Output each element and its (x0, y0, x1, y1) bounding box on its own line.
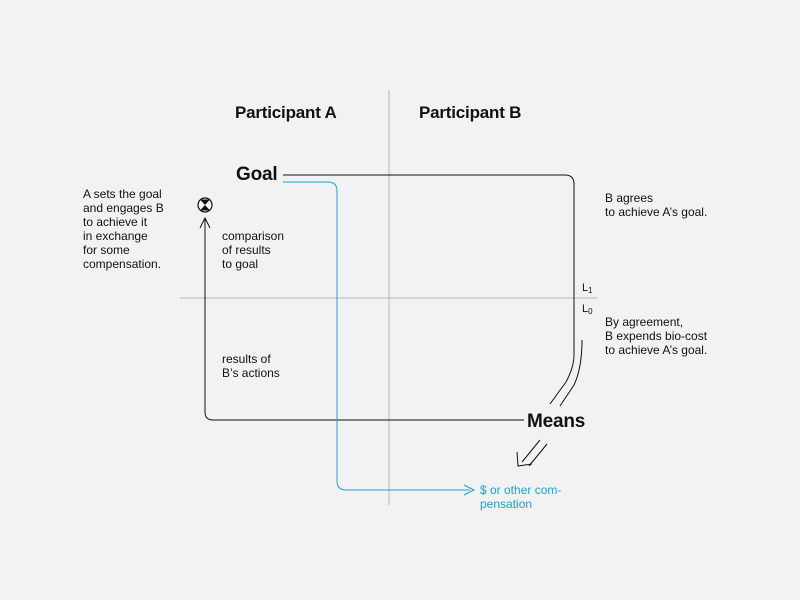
level-l0-letter: L (582, 303, 589, 315)
level-l1-subscript: 1 (588, 286, 593, 295)
level-l0-subscript: 0 (588, 307, 593, 316)
level-l0-label: L0 (582, 302, 593, 319)
comparison-note: comparison of results to goal (222, 229, 285, 271)
compensation-arrowhead (463, 484, 476, 496)
participant-b-header: Participant B (419, 103, 522, 122)
hourglass-comparator-icon (197, 197, 213, 213)
bio-cost-double-line (559, 339, 583, 407)
goal-to-b-line (283, 174, 575, 405)
feedback-line (204, 218, 524, 421)
level-l1-label: L1 (582, 281, 593, 298)
means-double-arrow (516, 439, 548, 467)
compensation-line (283, 181, 470, 491)
participant-a-header: Participant A (235, 103, 337, 122)
goal-label: Goal (236, 164, 278, 185)
b-agrees-note: B agrees to achieve A’s goal. (605, 191, 708, 219)
results-note: results of B’s actions (222, 352, 280, 380)
a-sets-goal-note: A sets the goal and engages B to achieve… (83, 187, 164, 271)
by-agreement-note: By agreement, B expends bio-cost to achi… (605, 315, 708, 357)
means-label: Means (527, 411, 586, 432)
feedback-arrowhead (199, 216, 211, 229)
level-l1-letter: L (582, 282, 589, 294)
compensation-note: $ or other com- pensation (480, 483, 562, 511)
